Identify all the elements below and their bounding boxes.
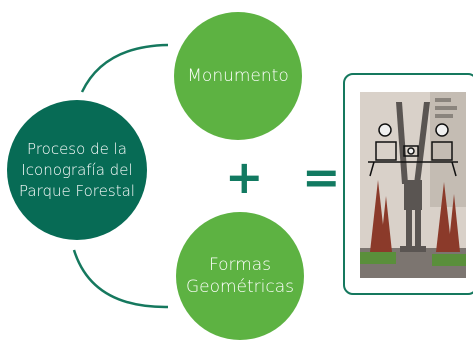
connector-bottom <box>72 249 169 309</box>
monument-photo-illustration <box>360 92 466 278</box>
monument-label: Monumento <box>187 66 289 86</box>
equals-operator: = <box>302 150 341 204</box>
geometric-forms-label: Formas Geométricas <box>185 255 295 297</box>
monument-node: Monumento <box>174 12 302 140</box>
plus-operator: + <box>225 150 264 204</box>
monument-photo <box>360 92 466 278</box>
result-frame <box>343 73 473 295</box>
geometric-forms-node: Formas Geométricas <box>176 212 304 340</box>
main-process-node: Proceso de la Iconografía del Parque For… <box>7 100 147 240</box>
connector-top <box>80 43 169 93</box>
main-process-label: Proceso de la Iconografía del Parque For… <box>19 139 135 200</box>
